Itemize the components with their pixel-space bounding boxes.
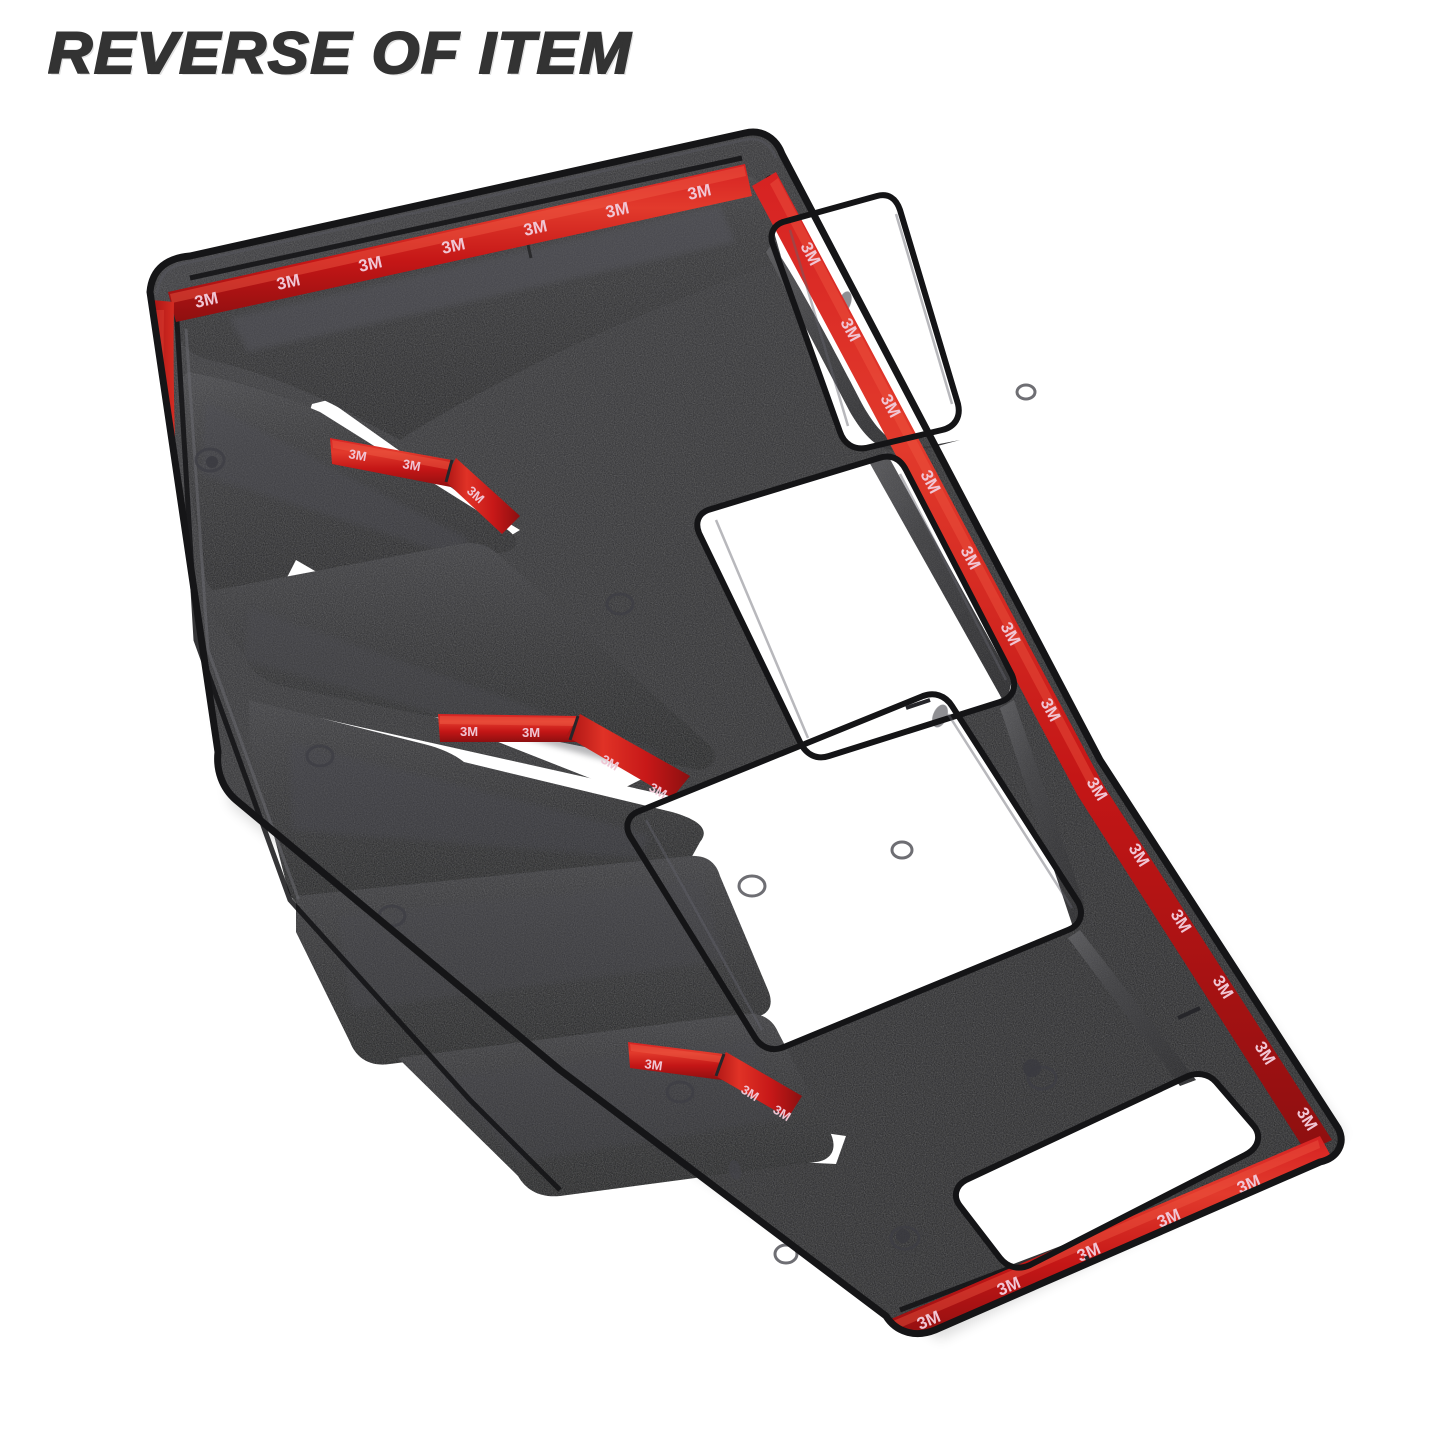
window-opening-4 (955, 1074, 1259, 1268)
tape-top-left-body (168, 164, 752, 322)
boss-7 (665, 1080, 695, 1104)
boss-4 (605, 592, 635, 616)
boss-12 (773, 1243, 799, 1265)
svg-text:3M: 3M (522, 216, 549, 240)
svg-text:3M: 3M (522, 725, 540, 740)
svg-text:3M: 3M (275, 270, 302, 294)
boss-5 (737, 874, 767, 898)
svg-text:3M: 3M (644, 1056, 664, 1073)
svg-text:3M: 3M (440, 234, 467, 258)
tape-bottom-highlight (886, 1140, 1320, 1332)
rib-top-inner (189, 155, 743, 281)
slat-tip-tapes: 3M 3M 3M 3M 3M 3M 3M (330, 438, 802, 1124)
svg-text:3M: 3M (357, 252, 384, 276)
tape-right-body (752, 172, 1332, 1152)
tape-top-left-logos: 3M 3M 3M 3M 3M 3M 3M (193, 180, 713, 312)
tape-slat-tip-5: 3M 3M 3M (628, 1042, 802, 1124)
window-rim-gloss (644, 213, 1074, 1031)
tape-tip5-seg-b (712, 1052, 802, 1118)
strut-4 (1068, 930, 1196, 1086)
window-struts (766, 244, 1196, 1086)
boss-11 (1015, 383, 1037, 401)
tape-strip-top-left: 3M 3M 3M 3M 3M 3M 3M (168, 164, 752, 322)
svg-text:3M: 3M (686, 180, 713, 204)
tape-tip1-seg-a (330, 438, 456, 488)
tape-tip1-gloss (332, 440, 450, 470)
molded-boss-centers (206, 456, 1041, 1243)
tape-tip3-seg-a (438, 714, 580, 742)
boss-1 (194, 447, 226, 473)
tape-tip5-seam (714, 1053, 726, 1077)
louver-body (150, 132, 1342, 1334)
svg-text:3M: 3M (181, 660, 200, 682)
strut-1 (766, 244, 960, 451)
boss-10 (890, 840, 914, 860)
slat-top-gloss (230, 205, 735, 352)
slat-3 (204, 543, 715, 770)
page-title: REVERSE OF ITEM (47, 21, 633, 86)
window-rim-outlines (624, 192, 1262, 1271)
strut-2 (868, 452, 1012, 706)
svg-text:3M: 3M (604, 198, 631, 222)
svg-text:3M: 3M (460, 724, 478, 739)
tape-tip1-logos: 3M 3M 3M (347, 446, 487, 506)
slat-2-gloss (200, 402, 470, 556)
outer-rim-outline (146, 128, 1345, 1337)
boss-9 (1026, 1065, 1058, 1091)
tape-slat-tip-3: 3M 3M 3M 3M (438, 714, 690, 802)
title-banner: REVERSE OF ITEM (47, 14, 948, 94)
outer-frame (150, 132, 1342, 1334)
boss-8 (889, 1225, 921, 1251)
svg-text:3M: 3M (686, 1208, 709, 1231)
svg-text:3M: 3M (193, 288, 220, 312)
svg-text:3M: 3M (169, 571, 187, 592)
slat-5-gloss (338, 880, 726, 1010)
tape-bottom-body (884, 1136, 1332, 1334)
slat-4-gloss (290, 742, 650, 858)
tape-tip1-seg-b (444, 458, 520, 534)
boss-2 (305, 744, 335, 768)
svg-text:3M: 3M (219, 831, 243, 856)
tape-right-highlight (770, 178, 1100, 792)
tape-right-seams (905, 698, 1201, 1020)
rib-left-inner (173, 304, 562, 1192)
tape-tip3-logos: 3M 3M 3M 3M (460, 724, 670, 802)
tape-tip5-gloss (630, 1044, 722, 1063)
tape-top-left-highlight (170, 166, 746, 303)
tape-slat-tip-1: 3M 3M 3M (330, 438, 520, 534)
strut-3 (1000, 700, 1084, 930)
molded-bosses (194, 383, 1058, 1265)
tape-tip1-seam (444, 459, 454, 483)
tape-seam-a (526, 244, 533, 259)
svg-text:3M: 3M (401, 456, 421, 474)
louver-slats (174, 175, 846, 1197)
svg-text:3M: 3M (788, 1286, 811, 1309)
tape-tip3-gloss (440, 716, 576, 726)
svg-text:3M: 3M (347, 446, 367, 464)
tape-tip5-seg-a (628, 1042, 724, 1080)
tape-tip3-seam (568, 715, 580, 741)
tape-tip3-seg-b (566, 714, 690, 798)
